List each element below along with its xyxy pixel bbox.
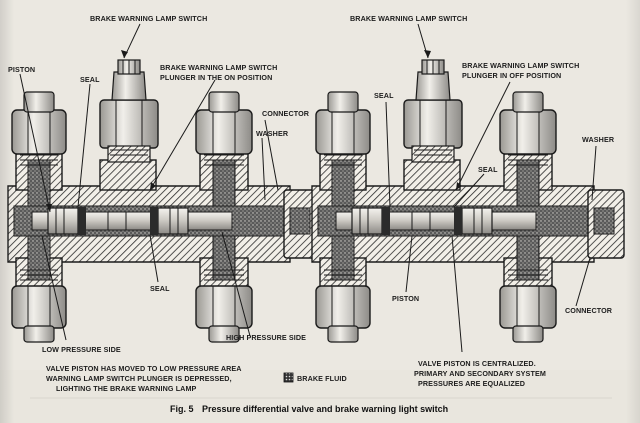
right-note-line-1: VALVE PISTON IS CENTRALIZED. bbox=[418, 359, 536, 368]
left-arrowheads bbox=[46, 50, 156, 212]
right-plunger-label-1: BRAKE WARNING LAMP SWITCH bbox=[462, 61, 579, 70]
legend: BRAKE FLUID bbox=[283, 372, 347, 383]
right-washer-label: WASHER bbox=[582, 135, 615, 144]
left-note-line-1: VALVE PISTON HAS MOVED TO LOW PRESSURE A… bbox=[46, 364, 242, 373]
left-switch-label: BRAKE WARNING LAMP SWITCH bbox=[90, 14, 207, 23]
right-piston-label: PISTON bbox=[392, 294, 419, 303]
right-seal-top-label: SEAL bbox=[374, 91, 394, 100]
left-note-line-3: LIGHTING THE BRAKE WARNING LAMP bbox=[56, 384, 197, 393]
right-note-line-2: PRIMARY AND SECONDARY SYSTEM bbox=[414, 369, 546, 378]
right-arrowheads bbox=[424, 50, 462, 190]
left-seal-bottom-label: SEAL bbox=[150, 284, 170, 293]
left-plunger-label-2: PLUNGER IN THE ON POSITION bbox=[160, 73, 272, 82]
left-plunger-label-1: BRAKE WARNING LAMP SWITCH bbox=[160, 63, 277, 72]
figure-caption: Pressure differential valve and brake wa… bbox=[202, 404, 448, 414]
left-washer-label: WASHER bbox=[256, 129, 289, 138]
right-switch-label: BRAKE WARNING LAMP SWITCH bbox=[350, 14, 467, 23]
left-note-line-2: WARNING LAMP SWITCH PLUNGER IS DEPRESSED… bbox=[46, 374, 232, 383]
right-seal-mid-label: SEAL bbox=[478, 165, 498, 174]
figure-number: Fig. 5 bbox=[170, 404, 194, 414]
right-connector-label: CONNECTOR bbox=[565, 306, 613, 315]
right-leader-lines bbox=[385, 23, 597, 353]
right-plunger-label-2: PLUNGER IN OFF POSITION bbox=[462, 71, 561, 80]
right-note-line-3: PRESSURES ARE EQUALIZED bbox=[418, 379, 525, 388]
brake-fluid-swatch bbox=[283, 372, 294, 383]
high-pressure-side-label: HIGH PRESSURE SIDE bbox=[226, 333, 306, 342]
left-seal-top-label: SEAL bbox=[80, 75, 100, 84]
left-piston-label: PISTON bbox=[8, 65, 35, 74]
low-pressure-side-label: LOW PRESSURE SIDE bbox=[42, 345, 121, 354]
left-leader-lines bbox=[19, 23, 279, 341]
legend-label: BRAKE FLUID bbox=[297, 374, 347, 383]
left-connector-label: CONNECTOR bbox=[262, 109, 310, 118]
